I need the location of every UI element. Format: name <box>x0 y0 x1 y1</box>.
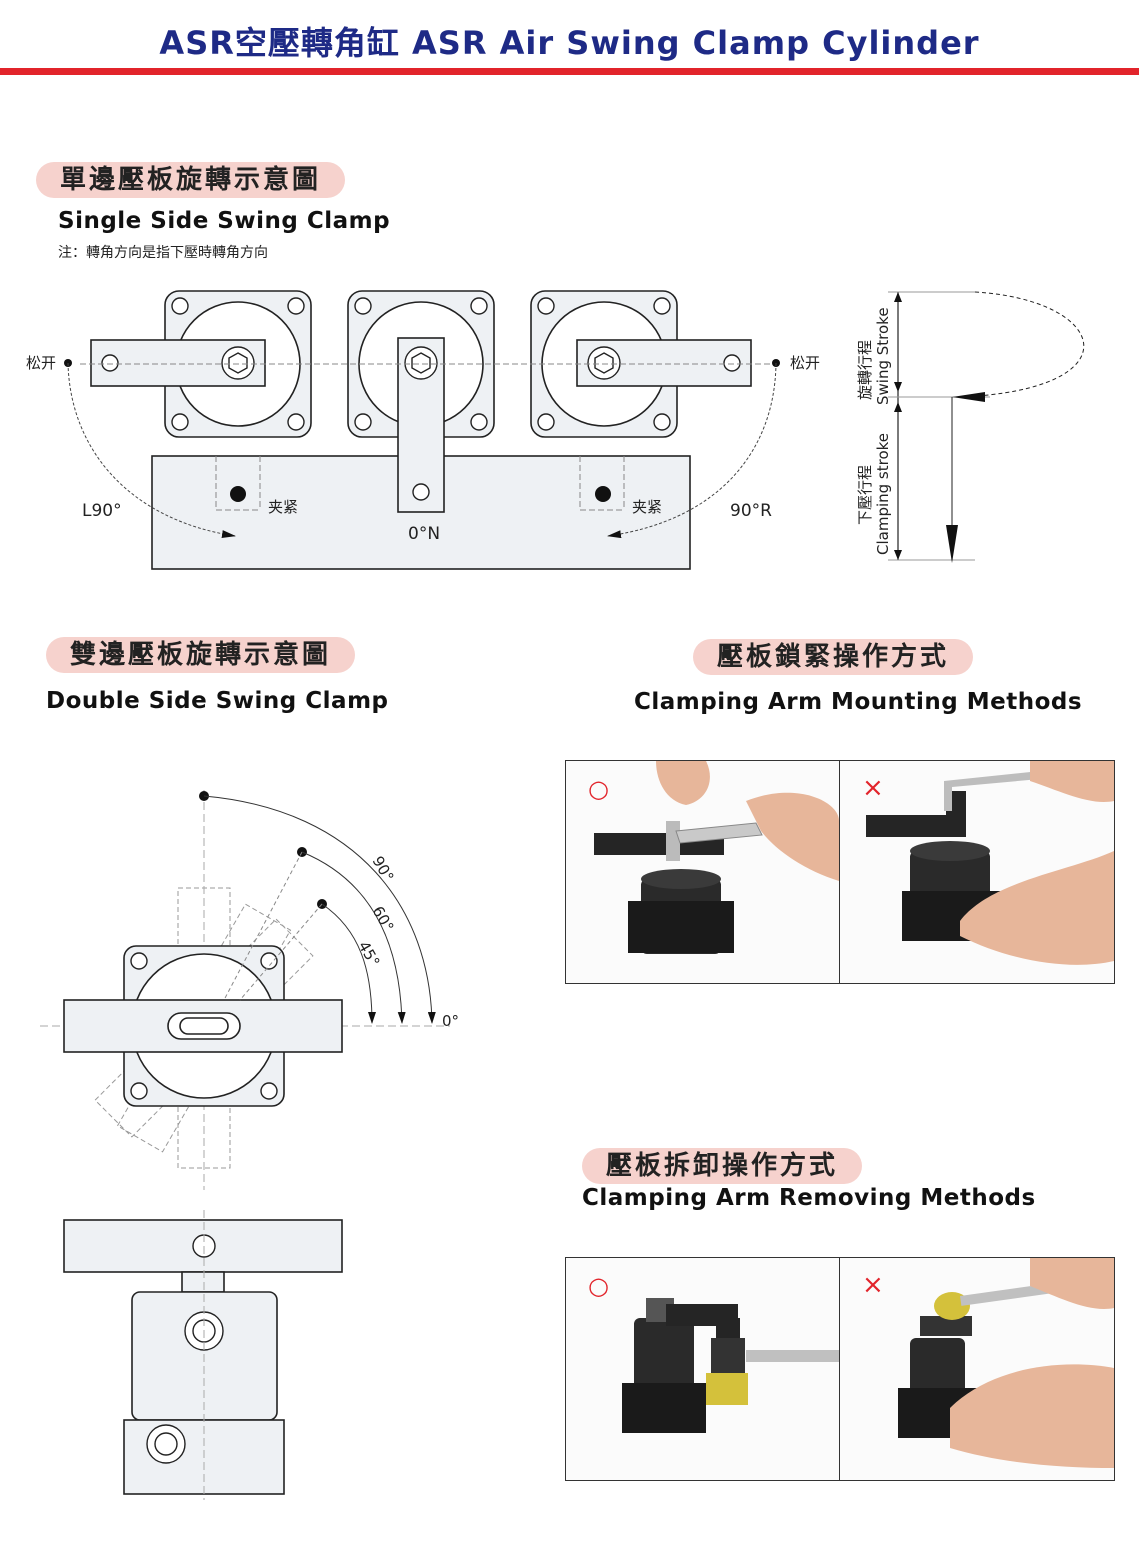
mounting-photos: ○ × <box>565 760 1115 984</box>
angle-label-90: 90° <box>369 853 398 885</box>
clamp-stroke-en: Clamping stroke <box>874 433 892 555</box>
angle-label-n0: 0°N <box>408 524 440 544</box>
single-section-title-en: Single Side Swing Clamp <box>58 208 391 234</box>
double-section-title-en: Double Side Swing Clamp <box>46 688 389 714</box>
mounting-section-title-en: Clamping Arm Mounting Methods <box>634 689 1083 715</box>
angle-label-60: 60° <box>369 903 398 935</box>
mounting-section-title-zh: 壓板鎖緊操作方式 <box>693 639 974 675</box>
angle-label-0: 0° <box>442 1012 459 1030</box>
removing-wrong-photo: × <box>840 1258 1114 1480</box>
clamp-label-left: 夹紧 <box>268 498 298 516</box>
mounting-wrong-illustration <box>866 761 1114 965</box>
release-label-right: 松开 <box>790 354 820 372</box>
double-side-diagram: 90° 60° 45° 0° <box>40 790 459 1500</box>
page-title: ASR空壓轉角缸 ASR Air Swing Clamp Cylinder <box>159 24 980 62</box>
removing-photos: ○ × <box>565 1257 1115 1481</box>
wrong-mark: × <box>862 773 884 803</box>
removing-correct-illustration <box>622 1298 839 1433</box>
header-divider <box>0 68 1139 75</box>
swing-stroke-zh: 旋轉行程 <box>856 340 874 400</box>
single-section-title-zh: 單邊壓板旋轉示意圖 <box>36 162 346 198</box>
side-view <box>63 1219 343 1495</box>
correct-mark: ○ <box>588 775 609 803</box>
clamp-label-right: 夹紧 <box>632 498 662 516</box>
removing-section-title-en: Clamping Arm Removing Methods <box>582 1185 1036 1211</box>
release-label-left: 松开 <box>26 354 56 372</box>
single-section-note: 注：轉角方向是指下壓時轉角方向 <box>58 245 268 261</box>
angle-label-r90: 90°R <box>730 501 772 521</box>
angle-label-l90: L90° <box>82 501 122 521</box>
swing-stroke-en: Swing Stroke <box>874 307 892 405</box>
single-side-diagram: 旋轉行程 Swing Stroke 下壓行程 Clamping stroke 松… <box>26 290 1085 570</box>
clamp-stroke-zh: 下壓行程 <box>856 465 874 525</box>
mounting-correct-illustration <box>594 761 839 954</box>
removing-wrong-illustration <box>898 1258 1114 1468</box>
mounting-correct-photo: ○ <box>566 761 840 983</box>
removing-correct-mark: ○ <box>588 1272 609 1300</box>
mounting-wrong-photo: × <box>840 761 1114 983</box>
double-section-title-zh: 雙邊壓板旋轉示意圖 <box>46 637 356 673</box>
removing-correct-photo: ○ <box>566 1258 840 1480</box>
angle-label-45: 45° <box>355 938 384 970</box>
removing-wrong-mark: × <box>862 1270 884 1300</box>
removing-section-title-zh: 壓板拆卸操作方式 <box>582 1148 863 1184</box>
